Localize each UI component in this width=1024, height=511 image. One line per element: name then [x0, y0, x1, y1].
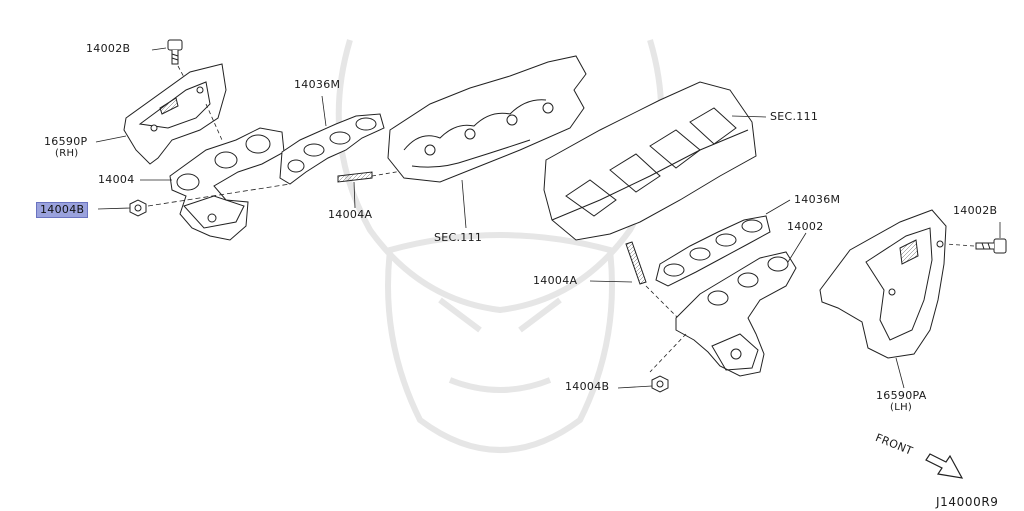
label-16590p-side: (RH) — [55, 148, 79, 159]
label-14004a-lh[interactable]: 14004A — [533, 274, 578, 287]
label-14002[interactable]: 14002 — [787, 220, 824, 233]
leader-14002 — [787, 232, 807, 263]
gasket-14036m-lh[interactable] — [655, 215, 771, 287]
label-sec111-rh[interactable]: SEC.111 — [434, 231, 483, 244]
bolt-14002b-lh[interactable] — [975, 238, 1007, 254]
cylinder-head-sec111-rh[interactable] — [387, 55, 587, 183]
heat-shield-16590p-rh[interactable] — [123, 63, 227, 165]
leader-16590p — [95, 135, 127, 143]
label-16590p[interactable]: 16590P — [44, 135, 88, 148]
exhaust-manifold-14004-rh[interactable] — [169, 127, 285, 241]
stud-14004a-lh[interactable] — [625, 241, 647, 285]
dash-stud-lh — [645, 285, 681, 321]
exhaust-manifold-14002-lh[interactable] — [675, 251, 797, 377]
gasket-14036m-rh[interactable] — [279, 113, 385, 185]
leader-sec111-lh — [731, 115, 767, 118]
leader-sec111-rh — [461, 179, 467, 229]
heat-shield-16590pa-lh[interactable] — [819, 209, 947, 359]
leader-14036m-lh — [765, 199, 791, 215]
leader-14004a-rh — [353, 181, 356, 209]
bolt-14002b-rh[interactable] — [167, 39, 183, 65]
label-14002b-lh[interactable]: 14002B — [953, 204, 998, 217]
label-14036m-rh[interactable]: 14036M — [294, 78, 341, 91]
label-14004b-rh-selected[interactable]: 14004B — [36, 202, 89, 218]
leader-14036m-rh — [321, 95, 327, 127]
leader-14004b-lh — [617, 385, 653, 389]
label-16590pa[interactable]: 16590PA — [876, 389, 927, 402]
diagram-code: J14000R9 — [936, 495, 999, 509]
leader-14004b-rh — [97, 207, 131, 210]
leader-14004a-lh — [589, 280, 633, 283]
label-14004b-lh[interactable]: 14004B — [565, 380, 610, 393]
nut-14004b-lh[interactable] — [651, 375, 669, 393]
label-sec111-lh[interactable]: SEC.111 — [770, 110, 819, 123]
leader-14002b-rh — [151, 47, 167, 51]
label-14004a-rh[interactable]: 14004A — [328, 208, 373, 221]
stud-14004a-rh[interactable] — [337, 171, 373, 183]
label-14004[interactable]: 14004 — [98, 173, 135, 186]
dash-bolt-lh — [945, 243, 975, 247]
label-14036m-lh[interactable]: 14036M — [794, 193, 841, 206]
dash-manifold-lh — [649, 333, 687, 373]
label-14002b-rh[interactable]: 14002B — [86, 42, 131, 55]
leader-16590pa — [895, 357, 905, 389]
front-arrow-icon — [925, 453, 964, 479]
nut-14004b-rh[interactable] — [129, 199, 147, 217]
cylinder-head-sec111-lh[interactable] — [543, 81, 757, 241]
label-16590pa-side: (LH) — [890, 402, 913, 413]
